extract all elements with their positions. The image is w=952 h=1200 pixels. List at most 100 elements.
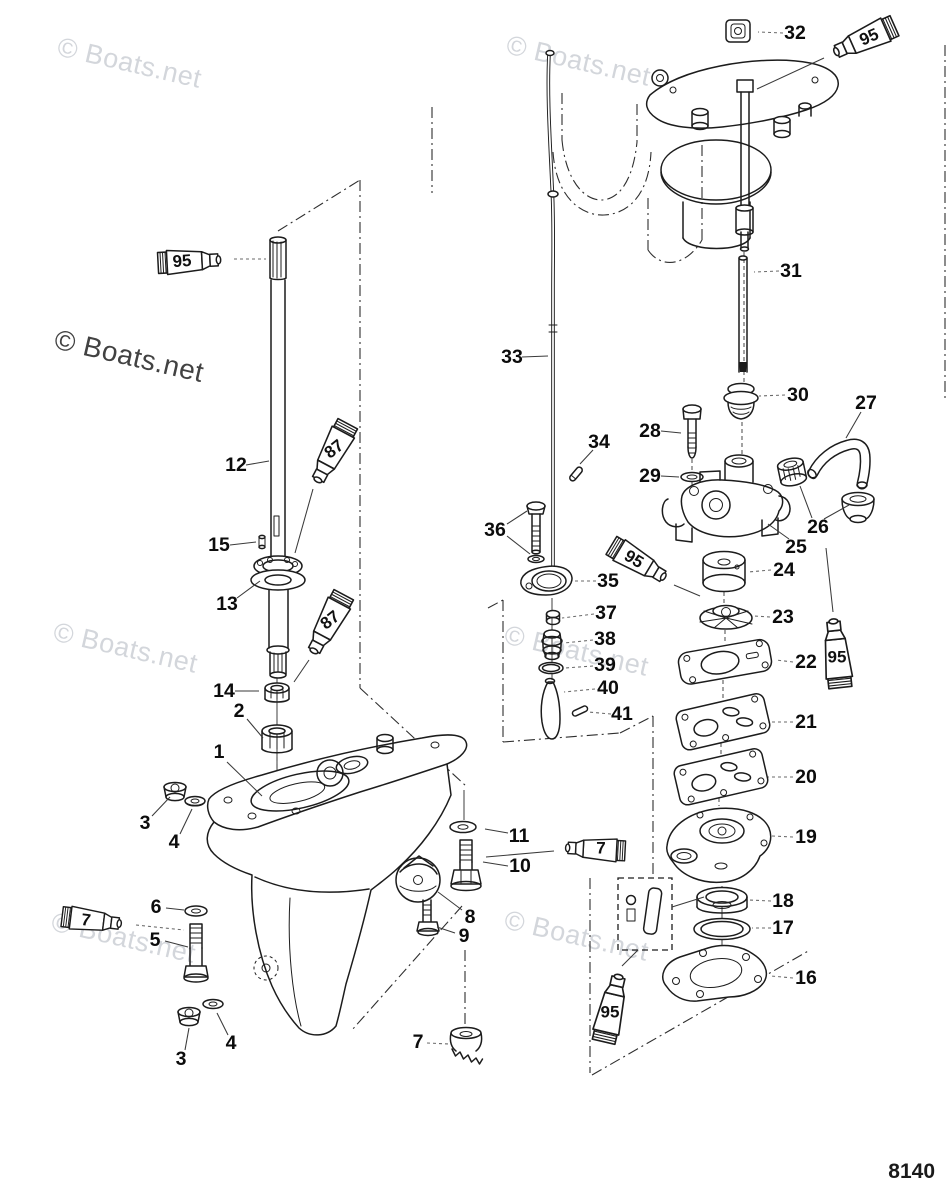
tube-leader <box>485 850 555 858</box>
part-callout-2: 2 <box>234 700 245 722</box>
sealant-tube-label: 95 <box>172 251 192 271</box>
sealant-tube-label: 7 <box>596 839 605 858</box>
part-callout-16: 16 <box>795 967 817 989</box>
sealant-tube-label: 95 <box>828 648 847 667</box>
watermark-text: © Boats.net <box>502 905 652 967</box>
tube-leader <box>673 584 701 597</box>
callout-leader <box>799 485 813 519</box>
base-gasket-drawing <box>662 944 768 1002</box>
callout-leader <box>506 510 528 525</box>
face-plate-21-drawing <box>675 693 771 751</box>
callout-leader <box>770 975 794 979</box>
shift-rod-drawing <box>738 255 748 373</box>
tube-leader <box>293 659 310 683</box>
part-callout-38: 38 <box>594 628 616 650</box>
part-callout-33: 33 <box>501 346 523 368</box>
callout-leader <box>753 615 771 618</box>
diagram-number: 8140 <box>888 1160 935 1183</box>
sealant-tube-icon <box>60 905 123 931</box>
part-callout-7: 7 <box>413 1031 424 1053</box>
callout-leader <box>151 796 171 817</box>
part-callout-28: 28 <box>639 420 661 442</box>
callout-leader <box>771 835 794 838</box>
adapter-plate-assembly-drawing <box>645 59 839 252</box>
part-callout-34: 34 <box>588 431 610 453</box>
part-callout-32: 32 <box>784 22 806 44</box>
part-callout-12: 12 <box>225 454 247 476</box>
callout-leader <box>179 808 193 835</box>
part-callout-3: 3 <box>176 1048 187 1070</box>
sealant-tube-icon <box>311 417 359 484</box>
part-callout-30: 30 <box>787 384 809 406</box>
part-callout-19: 19 <box>795 826 817 848</box>
callout-leader <box>767 523 790 540</box>
driveshaft-drawing <box>266 236 290 679</box>
callout-leader <box>229 541 257 546</box>
callout-leader <box>246 718 264 739</box>
retaining-pin-drawing <box>258 534 266 550</box>
lower-bearing-drawing <box>261 724 293 754</box>
part-callout-9: 9 <box>459 925 470 947</box>
callout-leader <box>245 460 270 466</box>
sealant-tube-icon <box>591 973 626 1046</box>
callout-leader <box>660 475 680 478</box>
dowel-pin-drawing <box>569 466 583 482</box>
callout-leader <box>563 639 594 644</box>
part-callout-13: 13 <box>216 593 238 615</box>
callout-leader <box>482 861 509 867</box>
sealant-tube-icon <box>605 535 667 583</box>
tube-leader <box>621 949 639 967</box>
sealant-tube-icon <box>156 249 222 276</box>
callout-leader <box>226 761 263 797</box>
callout-leader <box>236 580 261 599</box>
callout-leader <box>564 665 594 669</box>
callout-leader <box>216 1012 229 1036</box>
watermark-text: © Boats.net <box>504 30 654 92</box>
part-callout-8: 8 <box>465 906 476 928</box>
callout-leader <box>426 1042 450 1045</box>
sealant-tube-icon <box>832 14 900 58</box>
upper-bearing-drawing <box>250 555 306 591</box>
sealant-tube-icon <box>824 618 854 690</box>
pinion-gear-drawing <box>449 1026 484 1065</box>
callout-leader <box>748 899 772 902</box>
square-nut-drawing <box>725 19 751 43</box>
ghost-line <box>277 179 361 232</box>
part-callout-21: 21 <box>795 711 817 733</box>
centerline <box>741 252 745 454</box>
ghost-line <box>351 905 463 1031</box>
o-ring-drawing <box>693 917 751 941</box>
bushing-drawing <box>776 457 808 487</box>
part-callout-23: 23 <box>772 606 794 628</box>
part-callout-5: 5 <box>150 929 161 951</box>
callout-leader <box>184 1027 190 1051</box>
part-callout-20: 20 <box>795 766 817 788</box>
shift-shaft-drawing <box>545 49 559 566</box>
callout-leader <box>561 613 595 619</box>
callout-leader <box>484 828 509 834</box>
ghost-line <box>589 878 811 1076</box>
callout-leader <box>823 504 850 520</box>
callout-leader <box>775 659 794 663</box>
tube-leader <box>294 488 314 554</box>
tube-leader <box>756 57 825 90</box>
impeller-drawing <box>699 604 753 630</box>
shift-cam-flange-drawing <box>520 565 573 596</box>
callout-leader <box>164 940 189 948</box>
centerline <box>718 592 726 806</box>
ghost-outline-layer <box>276 45 946 1076</box>
watermark-text: © Boats.net <box>51 617 201 679</box>
callout-leader <box>521 355 549 358</box>
callout-leader <box>757 31 784 34</box>
part-callout-39: 39 <box>594 654 616 676</box>
part-callout-25: 25 <box>785 536 807 558</box>
plug-drawing <box>723 382 759 420</box>
water-hose-drawing <box>807 438 875 524</box>
sealant-tube-label: 95 <box>601 1003 620 1022</box>
callout-leader <box>753 270 780 273</box>
callout-leader <box>506 535 531 555</box>
washer-bolt-side-drawing <box>449 820 482 892</box>
tube-leader <box>135 924 185 931</box>
